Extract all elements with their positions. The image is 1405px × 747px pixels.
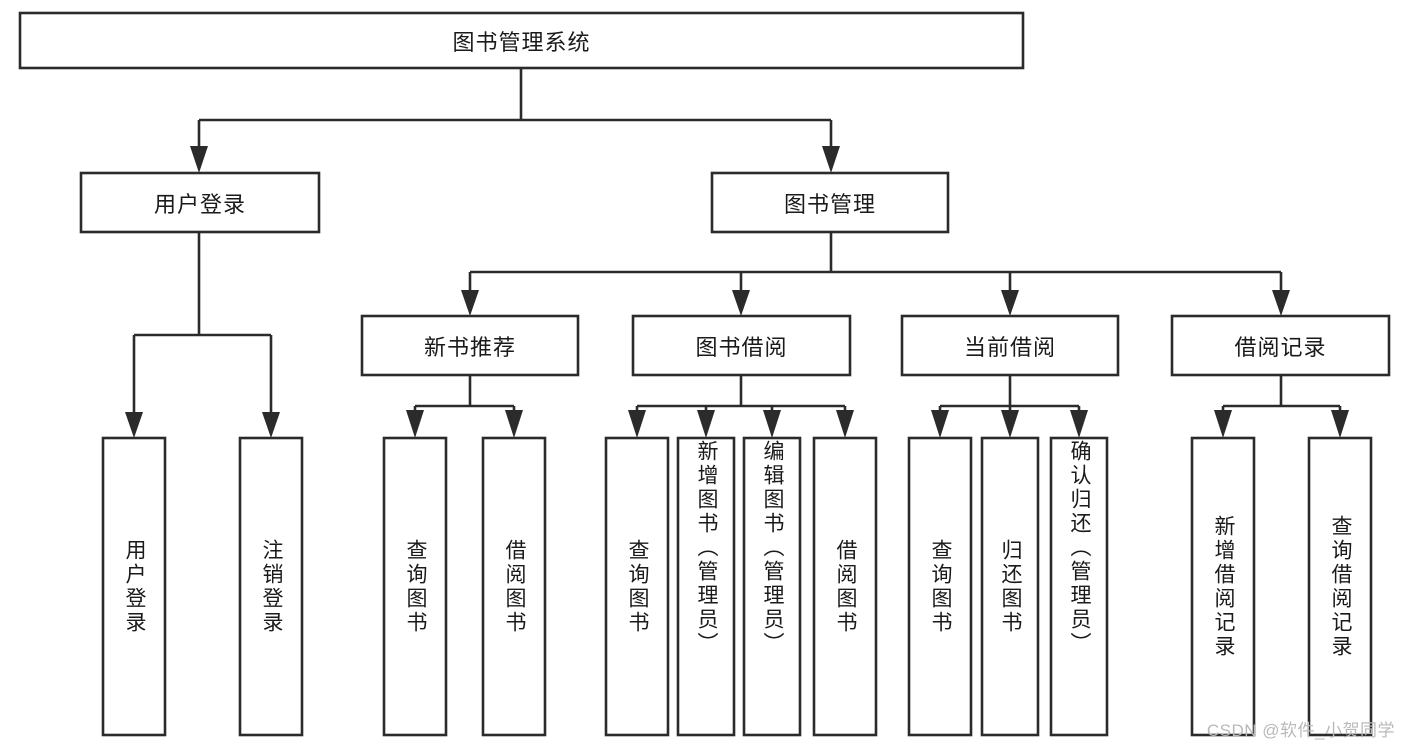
leaf-book-borrow-3[interactable] [812, 436, 878, 737]
arrow-head-icon [190, 146, 208, 173]
arrow-head-icon [1001, 410, 1019, 438]
node-borrow-record[interactable] [1170, 314, 1391, 377]
arrow-head-icon [1214, 410, 1232, 438]
arrow-head-icon [1272, 290, 1290, 316]
leaf-book-borrow-1[interactable] [676, 436, 736, 737]
connector-newbook-to-leaves [406, 375, 523, 438]
arrow-head-icon [822, 146, 840, 173]
leaf-book-borrow-2[interactable] [742, 436, 802, 737]
node-book-management[interactable] [710, 171, 950, 234]
leaf-borrow-record-0[interactable] [1190, 436, 1256, 737]
connector-userlogin-to-leaves [125, 232, 280, 438]
leaf-current-borrow-1[interactable] [980, 436, 1040, 737]
node-root[interactable] [18, 11, 1025, 70]
connector-currentborrow-to-leaves [931, 375, 1088, 438]
arrow-head-icon [1331, 410, 1349, 438]
leaf-current-borrow-0[interactable] [907, 436, 973, 737]
arrow-head-icon [931, 410, 949, 438]
leaf-new-book-0[interactable] [382, 436, 448, 737]
arrow-head-icon [1070, 410, 1088, 438]
connector-borrowrecord-to-leaves [1214, 375, 1349, 438]
arrow-head-icon [763, 410, 781, 438]
arrow-head-icon [505, 410, 523, 438]
node-current-borrow[interactable] [900, 314, 1120, 377]
leaf-book-borrow-0[interactable] [604, 436, 670, 737]
arrow-head-icon [697, 410, 715, 438]
arrow-head-icon [732, 290, 750, 316]
arrow-head-icon [262, 412, 280, 438]
leaf-new-book-1[interactable] [481, 436, 547, 737]
connector-book-mgmt-to-level3 [461, 232, 1290, 316]
leaf-borrow-record-1[interactable] [1307, 436, 1373, 737]
connector-bookborrow-to-leaves [628, 375, 854, 438]
connector-root-to-level2 [190, 68, 840, 173]
node-book-borrow[interactable] [631, 314, 852, 377]
arrow-head-icon [125, 412, 143, 438]
arrow-head-icon [836, 410, 854, 438]
leaf-user-login-0[interactable] [101, 436, 167, 737]
csdn-watermark: CSDN @软件_小贺同学 [1206, 721, 1395, 740]
arrow-head-icon [461, 290, 479, 316]
node-new-book-recommend[interactable] [360, 314, 580, 377]
leaf-current-borrow-2[interactable] [1049, 436, 1109, 737]
arrow-head-icon [628, 410, 646, 438]
leaf-user-login-1[interactable] [238, 436, 304, 737]
arrow-head-icon [1001, 290, 1019, 316]
node-user-login[interactable] [79, 171, 321, 234]
arrow-head-icon [406, 410, 424, 438]
